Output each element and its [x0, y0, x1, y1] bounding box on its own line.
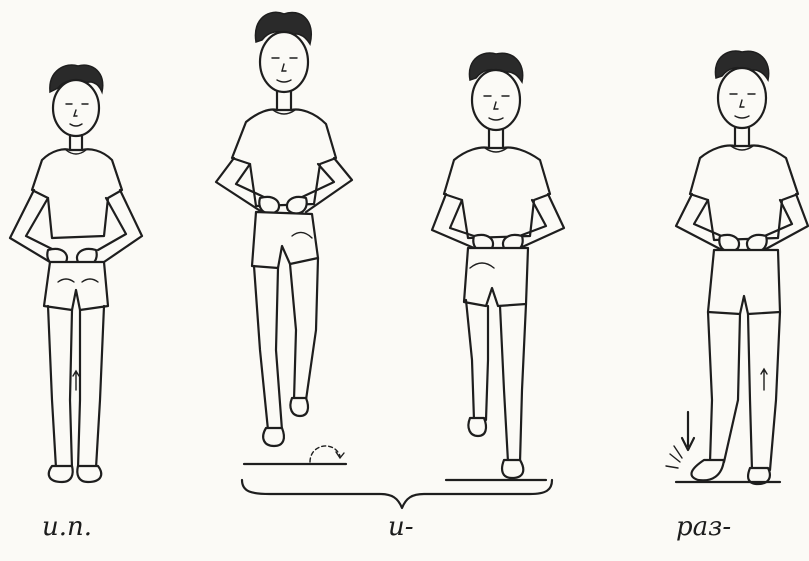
caption-start-position: и.п. — [42, 512, 92, 542]
figure-jump — [216, 12, 352, 464]
caption-and: и- — [388, 512, 414, 542]
figure-stamp — [666, 51, 808, 484]
group-brace — [242, 480, 552, 508]
caption-one: раз- — [676, 512, 731, 542]
figure-start-position — [10, 65, 142, 482]
figure-landing — [432, 53, 564, 480]
